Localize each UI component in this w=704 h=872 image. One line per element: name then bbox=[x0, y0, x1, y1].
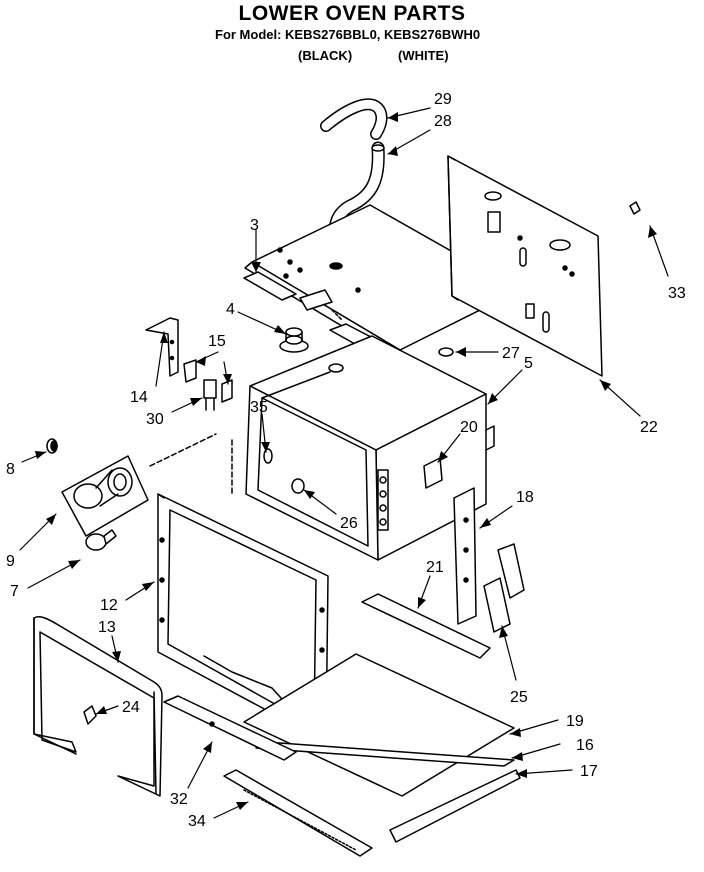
part-21-bottom-rail bbox=[361, 593, 491, 659]
part-8-lamp-knob bbox=[46, 438, 58, 454]
callout-5: 5 bbox=[524, 355, 533, 372]
callout-12: 12 bbox=[100, 597, 118, 614]
part-15-bracket-b bbox=[221, 379, 233, 403]
part-22-back-panel bbox=[447, 155, 603, 377]
callout-35: 35 bbox=[250, 399, 268, 416]
leader-arrowheads bbox=[35, 112, 657, 810]
callout-26: 26 bbox=[340, 515, 358, 532]
part-27-plug bbox=[438, 347, 454, 357]
callout-25: 25 bbox=[510, 689, 528, 706]
page-title: LOWER OVEN PARTS bbox=[238, 2, 466, 25]
callout-21: 21 bbox=[426, 559, 444, 576]
callout-9: 9 bbox=[6, 553, 15, 570]
callout-16: 16 bbox=[576, 737, 594, 754]
part-25-hinge bbox=[483, 543, 525, 633]
part-34-vent-grille bbox=[223, 769, 373, 857]
variant-black-label: (BLACK) bbox=[298, 48, 353, 63]
callout-18: 18 bbox=[516, 489, 534, 506]
part-9-lamp-housing bbox=[61, 455, 149, 537]
callout-27: 27 bbox=[502, 345, 520, 362]
part-15-bracket-a bbox=[183, 359, 197, 383]
callout-4: 4 bbox=[226, 301, 235, 318]
part-32-trim bbox=[163, 695, 297, 761]
callout-14: 14 bbox=[130, 389, 148, 406]
callout-8: 8 bbox=[6, 461, 15, 478]
part-29-vent-tube-upper bbox=[320, 98, 388, 140]
variant-white-label: (WHITE) bbox=[398, 48, 449, 63]
part-17-trim bbox=[389, 769, 521, 843]
part-4-vent-fitting bbox=[279, 327, 309, 353]
callout-13: 13 bbox=[98, 619, 116, 636]
model-subtitle: For Model: KEBS276BBL0, KEBS276BWH0 bbox=[215, 27, 481, 42]
callout-7: 7 bbox=[10, 583, 19, 600]
part-13-door-gasket bbox=[33, 615, 163, 797]
callout-15: 15 bbox=[208, 333, 226, 350]
part-24-clip bbox=[83, 705, 97, 725]
callout-19: 19 bbox=[566, 713, 584, 730]
part-33-clip bbox=[629, 201, 641, 215]
part-30-switch bbox=[203, 379, 217, 411]
part-14-bracket bbox=[145, 317, 179, 377]
connector-line bbox=[149, 433, 217, 467]
callout-32: 32 bbox=[170, 791, 188, 808]
callout-30: 30 bbox=[146, 411, 164, 428]
part-20-bracket bbox=[423, 457, 443, 489]
callout-22: 22 bbox=[640, 419, 658, 436]
callout-24: 24 bbox=[122, 699, 140, 716]
callout-3: 3 bbox=[250, 217, 259, 234]
callout-34: 34 bbox=[188, 813, 206, 830]
callout-labels: 29 28 3 33 4 15 27 5 14 30 35 20 22 8 18… bbox=[6, 91, 686, 830]
callout-17: 17 bbox=[580, 763, 598, 780]
connector-line bbox=[331, 309, 343, 321]
callout-29: 29 bbox=[434, 91, 452, 108]
part-3-bracket-left bbox=[243, 271, 297, 301]
part-18-hinge-receptacle bbox=[453, 487, 477, 625]
callout-28: 28 bbox=[434, 113, 452, 130]
part-7-lamp-bulb bbox=[85, 529, 117, 551]
callout-20: 20 bbox=[460, 419, 478, 436]
callout-33: 33 bbox=[668, 285, 686, 302]
